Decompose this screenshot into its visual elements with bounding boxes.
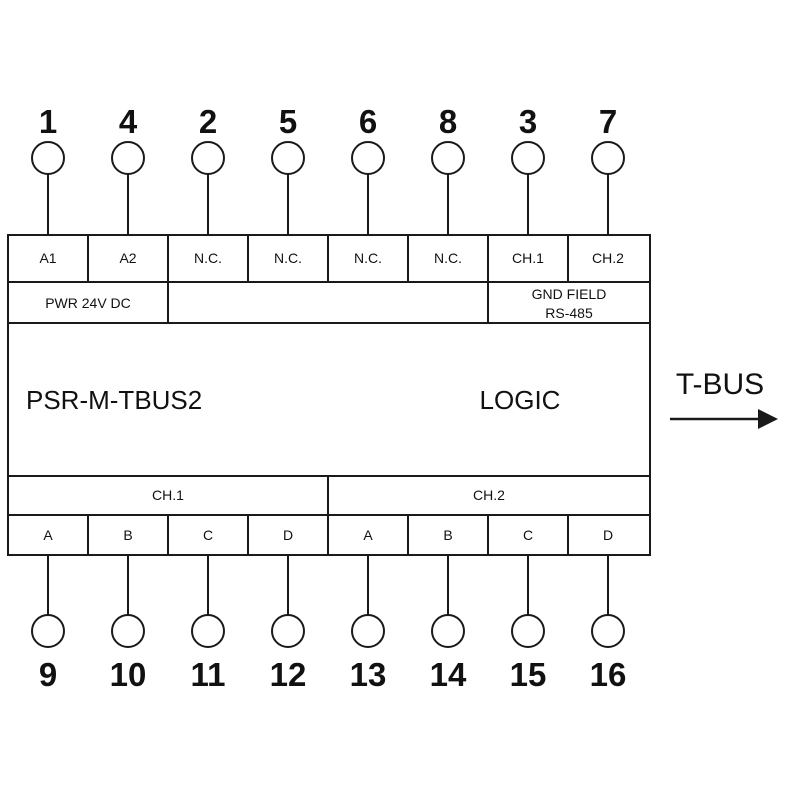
channel-1-label: CH.1 [152,487,184,503]
terminal-circle [351,614,385,648]
top-terminal-number: 5 [279,103,297,140]
gnd-field-label: GND FIELD [532,286,607,302]
top-terminal-number: 2 [199,103,217,140]
terminal-circle [111,141,145,175]
terminal-label: C [203,527,213,543]
terminal-circle [431,141,465,175]
terminal-label: N.C. [434,250,462,266]
top-terminal-number: 3 [519,103,537,140]
terminal-label: D [603,527,613,543]
top-terminal-number: 4 [119,103,138,140]
bottom-terminal-number: 13 [350,656,387,693]
bottom-terminal-number: 16 [590,656,627,693]
terminal-label: CH.1 [512,250,544,266]
bottom-terminal-leads [47,555,609,615]
terminal-circle [31,614,65,648]
terminal-circle [31,141,65,175]
terminal-circle [431,614,465,648]
terminal-label: A [363,527,373,543]
terminal-label: N.C. [354,250,382,266]
terminal-label: N.C. [274,250,302,266]
tbus-label: T-BUS [676,368,764,401]
terminal-circle [271,141,305,175]
terminal-label: C [523,527,533,543]
bottom-terminal-number: 9 [39,656,57,693]
bottom-label-row: A B C D A B C D [8,514,650,555]
terminal-circle [351,141,385,175]
top-terminal-number: 1 [39,103,57,140]
bottom-terminal-number: 12 [270,656,307,693]
logic-label: LOGIC [480,385,561,415]
top-terminal-circles [31,141,625,175]
channel-group-row: CH.1 CH.2 [8,475,650,515]
bottom-terminal-numbers: 9 10 11 12 13 14 15 16 [39,656,627,693]
group-label-row: PWR 24V DC GND FIELD RS-485 [8,282,650,324]
terminal-circle [271,614,305,648]
top-terminal-numbers: 1 4 2 5 6 8 3 7 [39,103,617,140]
terminal-circle [191,614,225,648]
terminal-label: A1 [39,250,56,266]
top-label-row: A1 A2 N.C. N.C. N.C. N.C. CH.1 CH.2 [8,235,650,283]
top-terminal-number: 7 [599,103,617,140]
terminal-circle [511,614,545,648]
terminal-circle [511,141,545,175]
power-label: PWR 24V DC [45,295,131,311]
terminal-label: D [283,527,293,543]
terminal-label: A2 [119,250,136,266]
module-name: PSR-M-TBUS2 [26,385,202,415]
terminal-circle [591,141,625,175]
tbus-arrow-icon [670,409,778,429]
terminal-circle [191,141,225,175]
bottom-terminal-number: 15 [510,656,547,693]
terminal-label: A [43,527,53,543]
top-terminal-leads [47,174,609,235]
bottom-terminal-number: 11 [191,656,226,693]
top-terminal-number: 6 [359,103,377,140]
terminal-label: B [123,527,132,543]
top-terminal-number: 8 [439,103,457,140]
bottom-terminal-number: 10 [110,656,147,693]
terminal-circle [591,614,625,648]
terminal-label: CH.2 [592,250,624,266]
terminal-circle [111,614,145,648]
bottom-terminal-number: 14 [430,656,467,693]
terminal-label: N.C. [194,250,222,266]
rs485-label: RS-485 [545,305,593,321]
channel-2-label: CH.2 [473,487,505,503]
bottom-terminal-circles [31,614,625,648]
terminal-label: B [443,527,452,543]
